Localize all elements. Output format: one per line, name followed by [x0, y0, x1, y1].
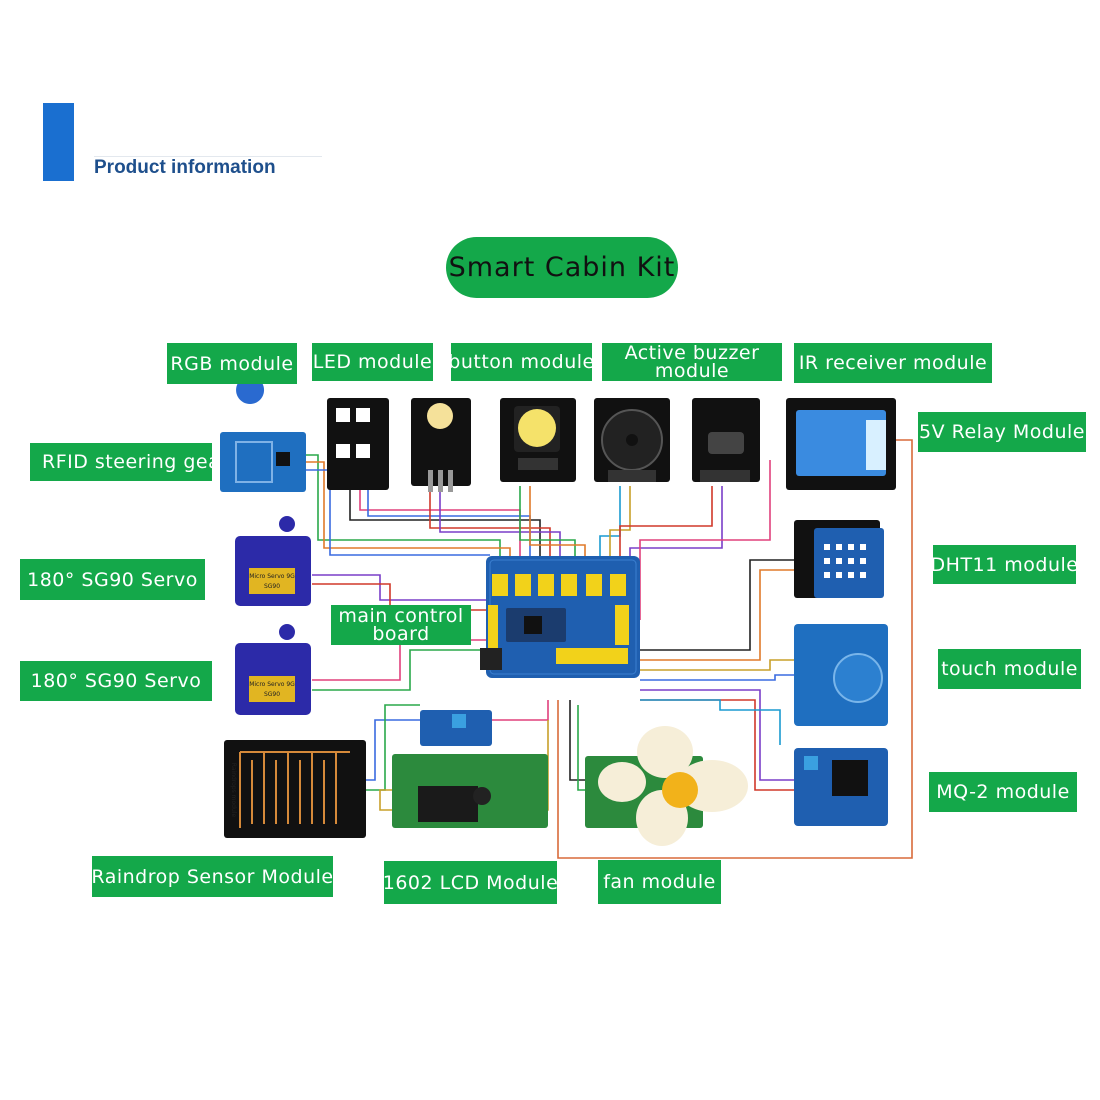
lcd-board: [392, 754, 548, 828]
label-touch-module: touch module: [938, 649, 1081, 689]
svg-text:SG90: SG90: [264, 691, 280, 698]
button-board: [500, 398, 576, 482]
label-ir-receiver-module: IR receiver module: [794, 343, 992, 383]
ir-receiver-board: [692, 398, 760, 482]
led-board: [411, 398, 471, 492]
main-control-board: [480, 556, 640, 678]
label-raindrop-sensor: Raindrop Sensor Module: [92, 856, 333, 897]
rfid-board: [220, 376, 306, 492]
label-servo-2: 180° SG90 Servo: [20, 661, 212, 701]
label-fan-module: fan module: [598, 860, 721, 904]
servo-board-2: Micro Servo 9G SG90: [235, 624, 311, 715]
label-buzzer-module: Active buzzer module: [602, 343, 782, 381]
accent-bar: [43, 103, 74, 181]
label-rfid: RFID steering gear: [30, 443, 212, 481]
svg-text:Micro Servo 9G: Micro Servo 9G: [249, 573, 295, 580]
buzzer-board: [594, 398, 670, 482]
dht11-board: [794, 520, 884, 598]
label-servo-1: 180° SG90 Servo: [20, 559, 205, 600]
svg-text:SG90: SG90: [264, 583, 280, 590]
header-title: Product information: [94, 157, 276, 178]
potentiometer-board: [420, 710, 492, 746]
svg-text:Micro Servo 9G: Micro Servo 9G: [249, 681, 295, 688]
label-led-module: LED module: [312, 343, 433, 381]
kit-title: Smart Cabin Kit: [446, 237, 678, 298]
rgb-board: [327, 398, 389, 490]
relay-board: [786, 398, 896, 490]
label-rgb-module: RGB module: [167, 343, 297, 384]
label-relay-module: 5V Relay Module: [918, 412, 1086, 452]
label-dht11-module: DHT11 module: [933, 545, 1076, 584]
label-lcd-module: 1602 LCD Module: [384, 861, 557, 904]
svg-text:Raindrops module: Raindrops module: [230, 763, 237, 818]
fan-board: [585, 726, 748, 846]
label-mq2-module: MQ-2 module: [929, 772, 1077, 812]
header-divider: [94, 156, 322, 157]
label-button-module: button module: [451, 343, 592, 381]
servo-board-1: Micro Servo 9G SG90: [235, 516, 311, 606]
raindrop-board: Raindrops module: [224, 740, 366, 838]
mq2-board: [794, 748, 888, 826]
label-main-control-board: main control board: [331, 605, 471, 645]
touch-board: [794, 624, 888, 726]
